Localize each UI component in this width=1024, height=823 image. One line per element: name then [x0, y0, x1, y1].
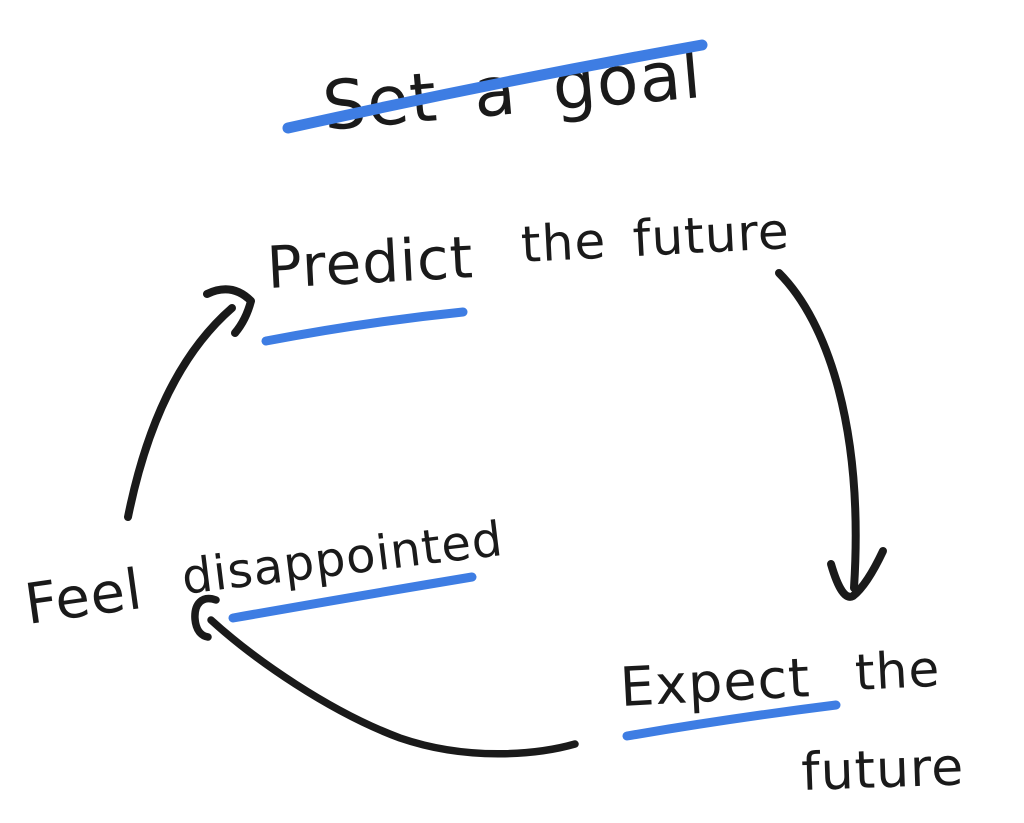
predict-underline	[261, 307, 468, 346]
expect-label-emphasis: Expect	[618, 646, 811, 719]
feel-node: Feel disappointed	[21, 511, 506, 638]
arrow-expect-to-feel-shaft	[207, 616, 579, 758]
arrow-predict-to-expect-head	[827, 547, 887, 601]
feel-label-emphasis: disappointed	[179, 511, 507, 606]
expect-node: Expect the future	[618, 640, 965, 803]
predict-node: Predict the future	[261, 202, 791, 346]
expect-label-rest-line2: future	[800, 737, 965, 803]
arrow-predict-to-expect-shaft	[775, 269, 860, 592]
expect-label-rest-line1: the	[854, 640, 942, 702]
arrow-feel-to-predict	[124, 285, 255, 521]
strikethrough-line	[282, 39, 708, 134]
predict-label-rest: the future	[520, 202, 791, 274]
arrow-expect-to-feel	[191, 595, 579, 758]
arrow-predict-to-expect	[775, 269, 887, 601]
arrow-feel-to-predict-shaft	[124, 304, 236, 521]
arrow-expect-to-feel-head	[191, 595, 220, 641]
expect-underline	[622, 700, 841, 741]
arrow-feel-to-predict-head	[203, 285, 255, 337]
predict-label-emphasis: Predict	[265, 223, 475, 302]
goal-node: Set a goal	[282, 35, 708, 147]
feel-underline	[228, 572, 477, 623]
feel-label-prefix: Feel	[21, 557, 147, 638]
